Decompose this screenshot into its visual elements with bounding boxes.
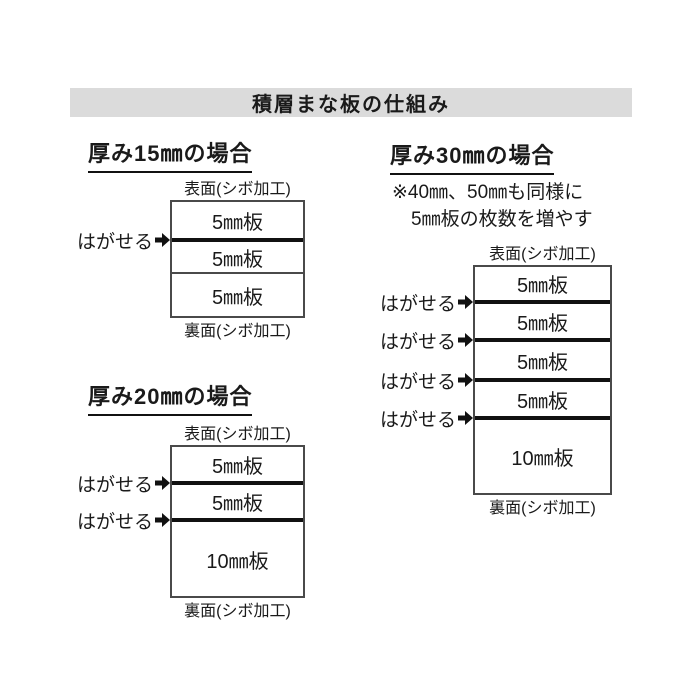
peel-label: はがせる (379, 293, 456, 315)
board-layer: 5㎜板はがせる (77, 202, 303, 253)
peel-indicator: はがせる (380, 405, 473, 431)
diagram-title-20mm: 厚み20㎜の場合 (88, 379, 253, 416)
diagram-title-30mm: 厚み30㎜の場合 (390, 138, 555, 175)
peel-label: はがせる (76, 511, 153, 533)
front-face-label: 表面(シボ加工) (489, 246, 596, 263)
board-layer: 5㎜板はがせる (380, 382, 610, 431)
layer-thickness-label: 5㎜板 (516, 390, 569, 413)
peel-arrow-icon (155, 476, 170, 490)
page-title: 積層まな板の仕組み (252, 94, 450, 116)
peel-label: はがせる (379, 409, 456, 431)
peel-arrow-icon (155, 513, 170, 527)
layer-thickness-label: 5㎜板 (516, 312, 569, 335)
peel-indicator: はがせる (380, 327, 473, 353)
peel-indicator: はがせる (380, 289, 473, 315)
board-layer: 5㎜板はがせる (380, 342, 610, 393)
board-layer: 5㎜板はがせる (77, 485, 303, 533)
layer-thickness-label: 5㎜板 (516, 351, 569, 374)
peel-arrow-icon (155, 233, 170, 247)
note-line: 5㎜板の枚数を増やす (411, 209, 593, 230)
peel-indicator: はがせる (380, 367, 473, 393)
peel-label: はがせる (379, 331, 456, 353)
peel-arrow-icon (458, 411, 473, 425)
board-layer: 5㎜板 (172, 242, 303, 274)
board-layer: 10㎜板 (475, 420, 610, 493)
peel-indicator: はがせる (77, 227, 170, 253)
layer-thickness-label: 10㎜板 (206, 550, 269, 573)
front-face-label: 表面(シボ加工) (184, 426, 291, 443)
back-face-label: 裏面(シボ加工) (184, 603, 291, 620)
layer-thickness-label: 5㎜板 (211, 493, 264, 515)
peel-indicator: はがせる (77, 470, 170, 496)
thickness-note: ※40㎜、50㎜も同様に 5㎜板の枚数を増やす (392, 179, 593, 233)
board-layer: 10㎜板 (172, 522, 303, 596)
layer-thickness-label: 5㎜板 (516, 275, 569, 297)
back-face-label: 裏面(シボ加工) (489, 500, 596, 517)
layer-thickness-label: 10㎜板 (511, 448, 574, 470)
back-face-label: 裏面(シボ加工) (184, 323, 291, 340)
peel-label: はがせる (76, 474, 153, 496)
board-layer: 5㎜板はがせる (380, 267, 610, 315)
note-line: ※40㎜、50㎜も同様に (392, 182, 584, 203)
board-layer: 5㎜板 (172, 274, 303, 316)
board-layer: 5㎜板はがせる (77, 447, 303, 496)
front-face-label: 表面(シボ加工) (184, 181, 291, 198)
layer-thickness-label: 5㎜板 (211, 286, 264, 309)
layer-thickness-label: 5㎜板 (211, 211, 264, 234)
board-layer: 5㎜板はがせる (380, 304, 610, 353)
peel-label: はがせる (76, 231, 153, 253)
peel-indicator: はがせる (77, 507, 170, 533)
peel-arrow-icon (458, 333, 473, 347)
header-bar: 積層まな板の仕組み (70, 88, 632, 117)
peel-arrow-icon (458, 295, 473, 309)
diagram-title-15mm: 厚み15㎜の場合 (88, 136, 253, 173)
layer-thickness-label: 5㎜板 (211, 248, 264, 271)
layer-thickness-label: 5㎜板 (211, 455, 264, 478)
peel-arrow-icon (458, 373, 473, 387)
peel-label: はがせる (379, 371, 456, 393)
